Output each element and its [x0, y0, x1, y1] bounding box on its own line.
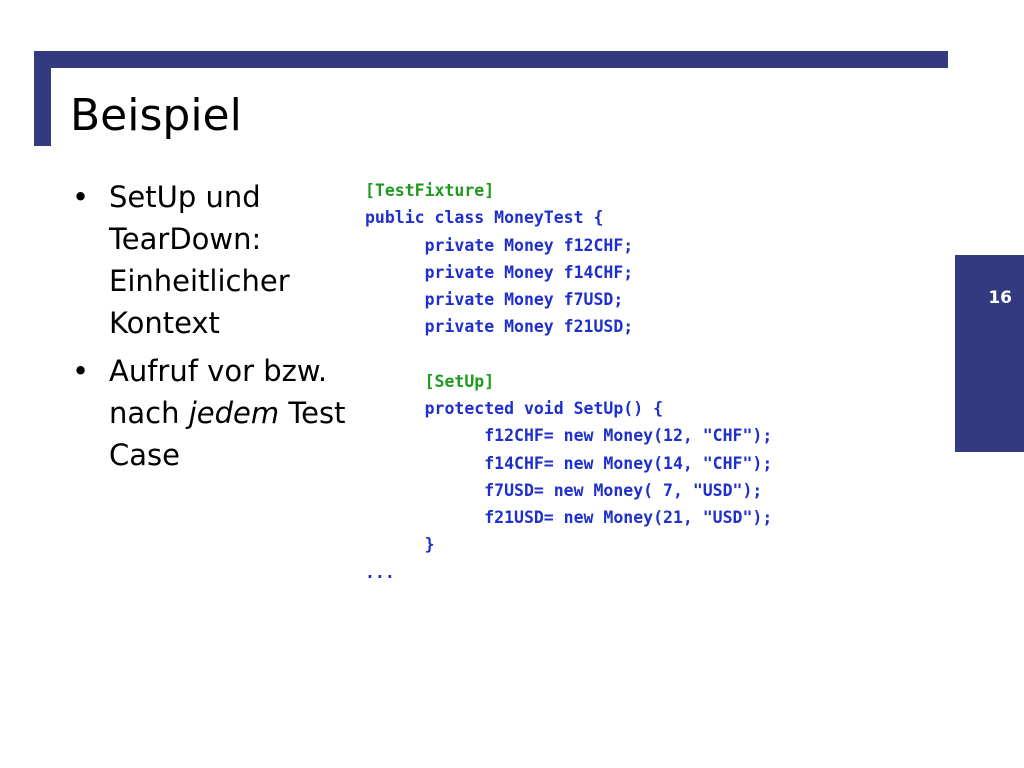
header-accent-side-bar	[34, 51, 51, 146]
code-line: private Money f14CHF;	[365, 262, 634, 282]
code-line: ...	[365, 562, 395, 582]
code-line: f21USD= new Money(21, "USD");	[365, 508, 773, 527]
header-accent-bar	[34, 51, 948, 68]
bullet-item: • SetUp und TearDown: Einheitlicher Kont…	[70, 176, 390, 344]
page-number: 16	[988, 288, 1012, 308]
bullet-item: • Aufruf vor bzw. nach jedem Test Case	[70, 350, 390, 476]
code-block: [TestFixture] public class MoneyTest { pr…	[365, 177, 772, 586]
code-line: private Money f7USD;	[365, 290, 624, 309]
code-line: f7USD= new Money( 7, "USD");	[365, 480, 763, 500]
code-line	[365, 341, 772, 368]
bullet-dot-icon: •	[72, 180, 90, 214]
slide-title: Beispiel	[70, 90, 242, 141]
code-attribute-line: [TestFixture]	[365, 181, 495, 200]
bullet-text: SetUp und TearDown: Einheitlicher Kontex…	[109, 180, 290, 340]
code-line: private Money f21USD;	[365, 317, 634, 337]
bullet-list: • SetUp und TearDown: Einheitlicher Kont…	[70, 176, 390, 482]
code-attribute-line: [SetUp]	[365, 371, 495, 391]
code-line: f14CHF= new Money(14, "CHF");	[365, 453, 773, 473]
code-line: public class MoneyTest {	[365, 208, 604, 228]
code-line: }	[365, 535, 435, 555]
page-number-tab: 16	[955, 255, 1024, 452]
code-line: protected void SetUp() {	[365, 399, 664, 418]
code-line: f12CHF= new Money(12, "CHF");	[365, 426, 773, 446]
bullet-text-emphasis: Aufruf vor bzw. nach jedem Test Case	[109, 354, 346, 472]
code-line: private Money f12CHF;	[365, 235, 634, 255]
bullet-dot-icon: •	[72, 354, 90, 388]
